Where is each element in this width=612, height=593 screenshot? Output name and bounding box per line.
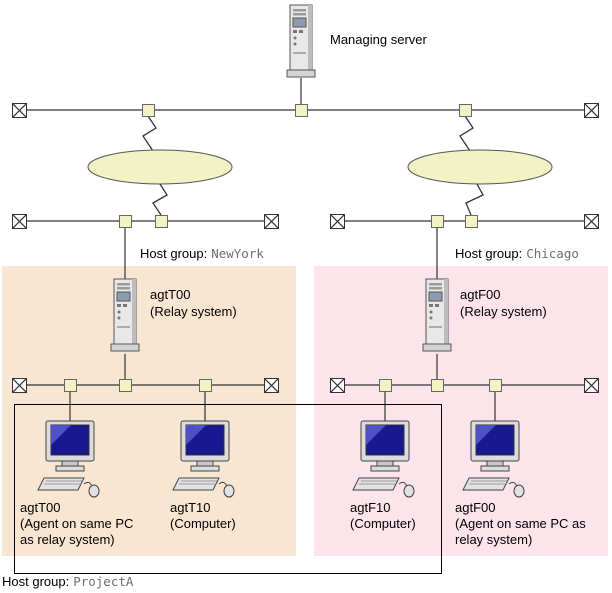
pc-icon-agtF00 xyxy=(462,420,528,498)
pc-icon-agtT00 xyxy=(37,420,103,498)
wan-cloud-right xyxy=(407,149,553,185)
newyork-bus-lines xyxy=(19,220,271,423)
pc-label-agtF10: agtF10 (Computer) xyxy=(350,500,416,532)
connector-icon xyxy=(199,379,212,392)
managing-server-icon xyxy=(282,4,320,80)
pc-label-agtF00: agtF00 (Agent on same PC as relay system… xyxy=(455,500,586,548)
hostgroup-projecta-label: Host group:ProjectA xyxy=(2,574,133,590)
terminator-icon xyxy=(330,378,345,393)
region-chicago xyxy=(314,266,608,556)
hostgroup-prefix: Host group: xyxy=(2,574,70,589)
connector-icon xyxy=(431,379,444,392)
hostgroup-name: ProjectA xyxy=(73,574,134,589)
terminator-icon xyxy=(584,103,599,118)
relay-right-desc: (Relay system) xyxy=(460,304,547,319)
connector-icon xyxy=(119,379,132,392)
connector-icon xyxy=(155,215,168,228)
pc-desc: as relay system) xyxy=(20,532,115,547)
relay-server-icon-right xyxy=(418,278,456,354)
pc-desc: (Agent on same PC xyxy=(20,516,134,531)
pc-icon-agtT10 xyxy=(172,420,238,498)
pc-desc: relay system) xyxy=(455,532,533,547)
pc-label-agtT00: agtT00 (Agent on same PC as relay system… xyxy=(20,500,133,548)
terminator-icon xyxy=(330,214,345,229)
hostgroup-newyork-label: Host group:NewYork xyxy=(140,246,264,262)
terminator-icon xyxy=(12,378,27,393)
connector-icon xyxy=(295,104,308,117)
hostgroup-projecta-outline xyxy=(14,404,442,574)
terminator-icon xyxy=(264,214,279,229)
pc-name: agtT10 xyxy=(170,500,211,515)
connector-icon xyxy=(489,379,502,392)
connector-icon xyxy=(379,379,392,392)
pc-desc: (Computer) xyxy=(350,516,416,531)
relay-right-name: agtF00 xyxy=(460,287,501,302)
pc-icon-agtF10 xyxy=(352,420,418,498)
hostgroup-name: NewYork xyxy=(211,246,264,261)
pc-desc: (Computer) xyxy=(170,516,236,531)
terminator-icon xyxy=(12,214,27,229)
terminator-icon xyxy=(584,378,599,393)
managing-server-label: Managing server xyxy=(330,32,427,47)
hostgroup-prefix: Host group: xyxy=(140,246,208,261)
terminator-icon xyxy=(584,214,599,229)
hostgroup-prefix: Host group: xyxy=(455,246,523,261)
pc-name: agtT00 xyxy=(20,500,61,515)
connector-icon xyxy=(431,215,444,228)
connector-icon xyxy=(64,379,77,392)
wan-link-right xyxy=(407,115,553,216)
terminator-icon xyxy=(264,378,279,393)
hostgroup-name: Chicago xyxy=(526,246,579,261)
relay-left-desc: (Relay system) xyxy=(150,304,237,319)
pc-name: agtF00 xyxy=(455,500,496,515)
relay-server-icon-left xyxy=(106,278,144,354)
wan-link-left xyxy=(87,115,233,216)
hostgroup-chicago-label: Host group:Chicago xyxy=(455,246,579,262)
pc-desc: (Agent on same PC as xyxy=(455,516,586,531)
region-newyork xyxy=(2,266,296,556)
connector-icon xyxy=(119,215,132,228)
pc-name: agtF10 xyxy=(350,500,391,515)
wan-cloud-left xyxy=(87,149,233,185)
connector-icon xyxy=(465,215,478,228)
connector-icon xyxy=(142,104,155,117)
connector-icon xyxy=(459,104,472,117)
relay-left-name: agtT00 xyxy=(150,287,191,302)
pc-label-agtT10: agtT10 (Computer) xyxy=(170,500,236,532)
terminator-icon xyxy=(12,103,27,118)
